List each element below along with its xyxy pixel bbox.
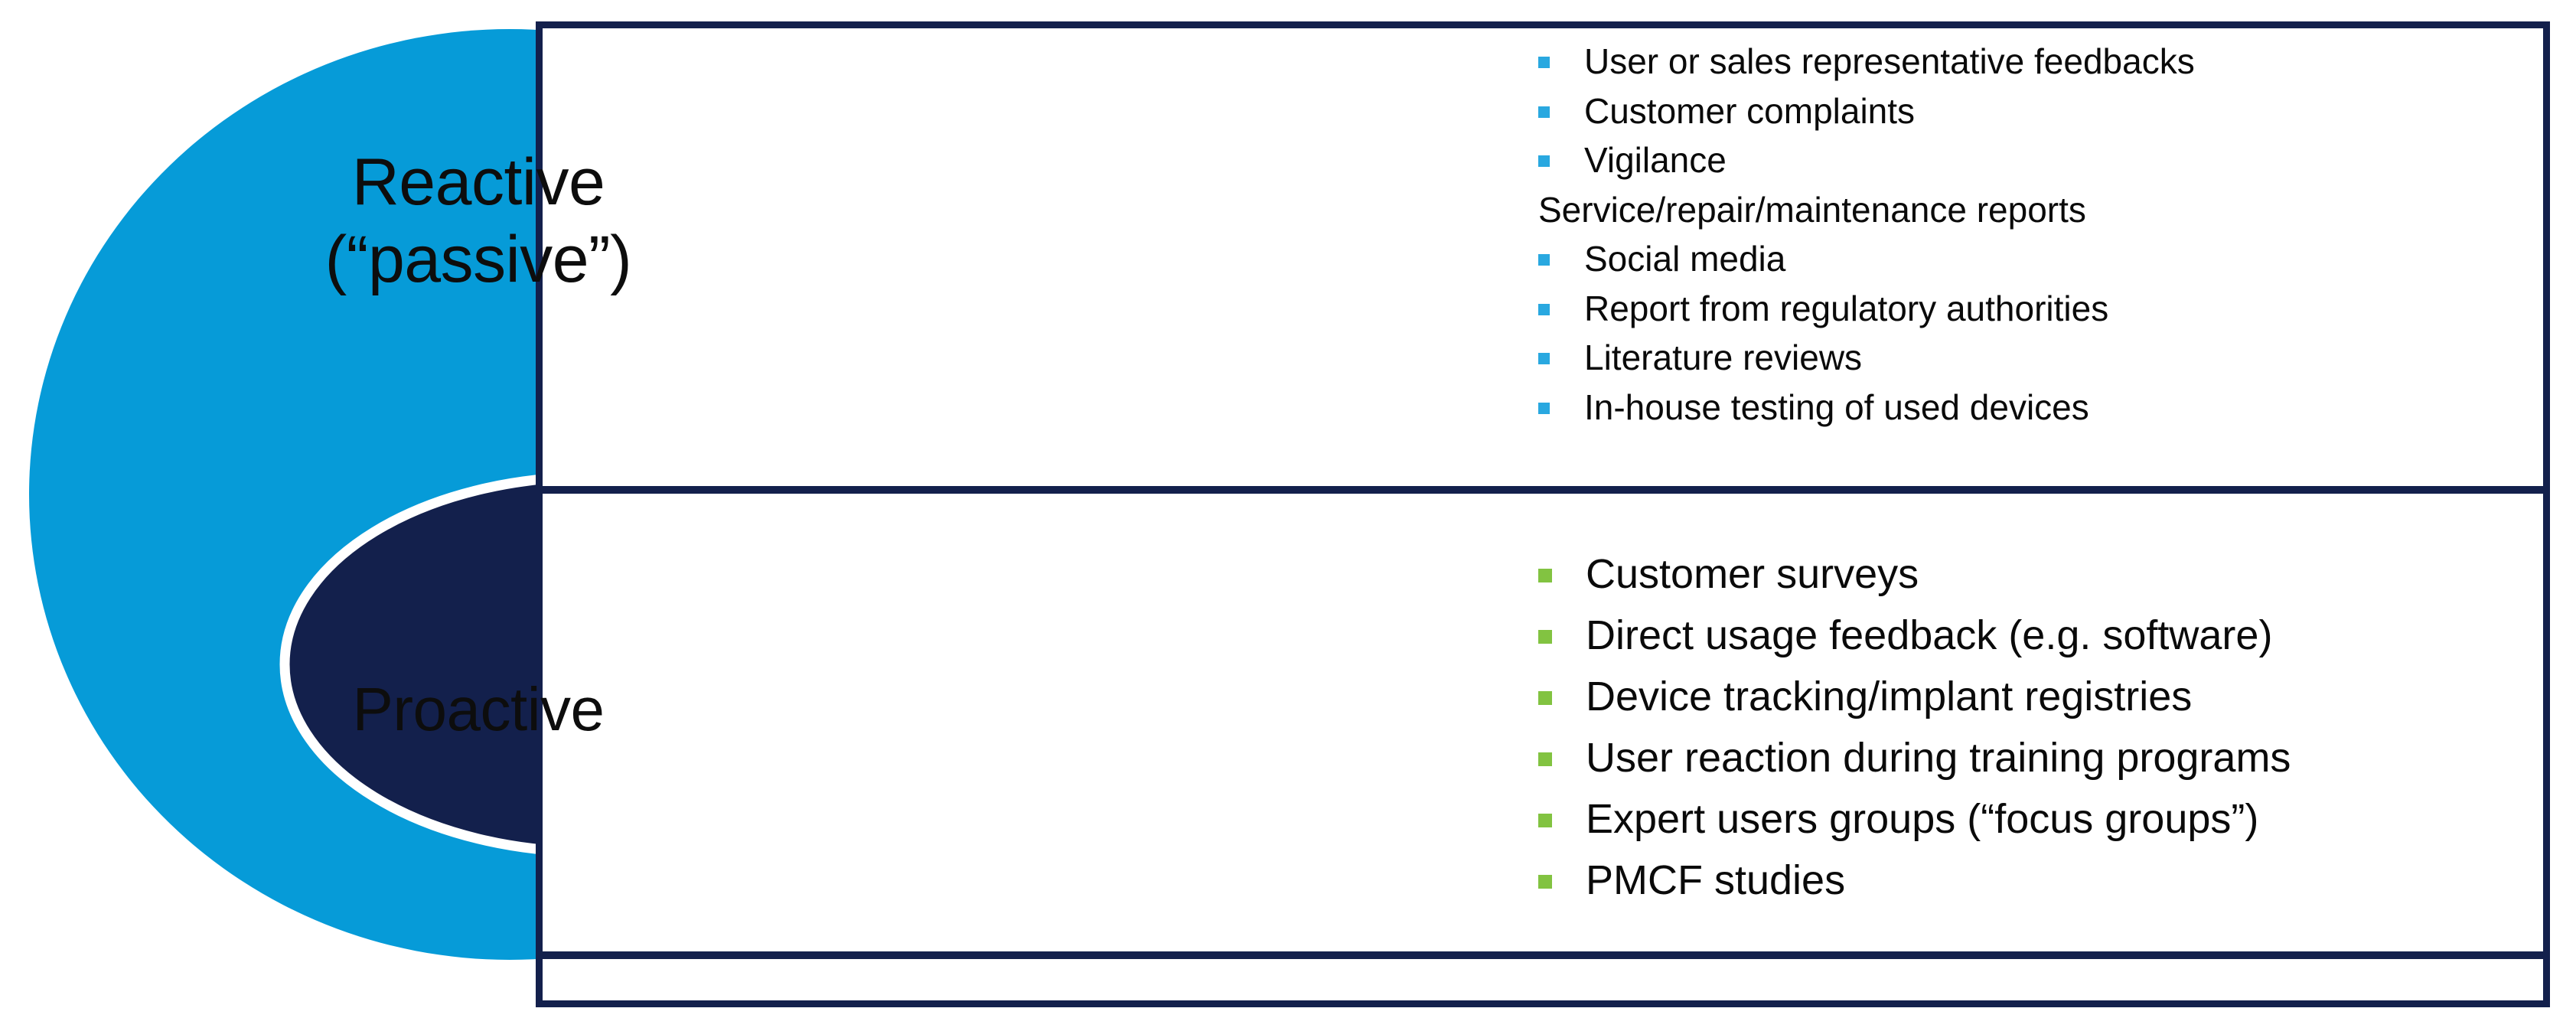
row-label-reactive-line-1: Reactive	[351, 145, 605, 219]
square-bullet-icon	[1538, 814, 1552, 827]
list-item: Service/repair/maintenance reports	[1538, 185, 2195, 235]
list-item-label: Expert users groups (“focus groups”)	[1586, 796, 2259, 842]
list-item-label: Customer surveys	[1586, 551, 1919, 597]
square-bullet-icon	[1538, 752, 1552, 766]
list-item: Customer surveys	[1538, 543, 2291, 605]
square-bullet-icon	[1538, 875, 1552, 889]
row-label-reactive-line-2: (“passive”)	[324, 223, 632, 297]
list-item-label: Report from regulatory authorities	[1584, 288, 2109, 328]
list-item: User reaction during training programs	[1538, 727, 2291, 788]
square-bullet-icon	[1538, 630, 1552, 644]
list-item-label: In-house testing of used devices	[1584, 387, 2089, 427]
list-item-label: Device tracking/implant registries	[1586, 674, 2193, 719]
list-item-label: Customer complaints	[1584, 90, 1916, 131]
square-bullet-icon	[1538, 254, 1550, 266]
list-item-label: Service/repair/maintenance reports	[1538, 189, 2086, 230]
list-item: Social media	[1538, 234, 2195, 284]
square-bullet-icon	[1538, 569, 1552, 582]
list-item: Vigilance	[1538, 135, 2195, 185]
square-bullet-icon	[1538, 691, 1552, 705]
list-item-label: Literature reviews	[1584, 338, 1863, 377]
square-bullet-icon	[1538, 353, 1550, 364]
list-item: Direct usage feedback (e.g. software)	[1538, 605, 2291, 666]
square-bullet-icon	[1538, 106, 1550, 118]
list-item: User or sales representative feedbacks	[1538, 37, 2195, 86]
list-item-label: Social media	[1584, 239, 1786, 279]
list-item-label: PMCF studies	[1586, 857, 1846, 903]
row-label-proactive-line-1: Proactive	[352, 675, 605, 743]
row-label-reactive: Reactive (“passive”)	[0, 144, 957, 299]
proactive-source-list: Customer surveys Direct usage feedback (…	[1538, 543, 2291, 911]
square-bullet-icon	[1538, 402, 1550, 414]
list-item: Device tracking/implant registries	[1538, 666, 2291, 727]
list-item-label: Direct usage feedback (e.g. software)	[1586, 612, 2273, 658]
list-item: Literature reviews	[1538, 333, 2195, 383]
reactive-source-list: User or sales representative feedbacks C…	[1538, 37, 2195, 432]
square-bullet-icon	[1538, 155, 1550, 167]
list-item: Expert users groups (“focus groups”)	[1538, 788, 2291, 850]
table-row-empty	[536, 952, 2550, 1007]
row-label-proactive: Proactive	[0, 674, 957, 746]
list-item: In-house testing of used devices	[1538, 383, 2195, 432]
list-item: Customer complaints	[1538, 86, 2195, 136]
list-item-label: Vigilance	[1584, 140, 1727, 180]
square-bullet-icon	[1538, 303, 1550, 315]
list-item-label: User reaction during training programs	[1586, 735, 2291, 781]
list-item: PMCF studies	[1538, 850, 2291, 911]
square-bullet-icon	[1538, 57, 1550, 68]
list-item: Report from regulatory authorities	[1538, 284, 2195, 334]
list-item-label: User or sales representative feedbacks	[1584, 41, 2195, 81]
